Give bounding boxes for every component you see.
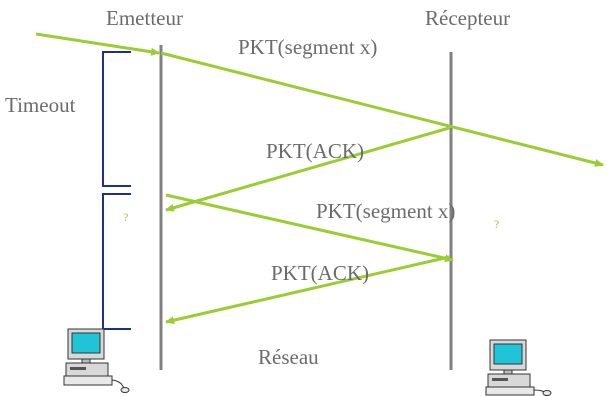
receiver-question-mark: ? (494, 217, 499, 231)
ack-label-1: PKT(ACK) (266, 139, 364, 163)
computer-icon (485, 339, 552, 396)
segment-label-2: PKT(segment x) (316, 199, 455, 223)
timeout-label: Timeout (5, 93, 76, 117)
network-label: Réseau (258, 345, 319, 369)
computer-icon (63, 328, 130, 393)
segment-arrow-1 (160, 51, 604, 167)
ack-label-2: PKT(ACK) (271, 261, 369, 285)
ack-arrow-2 (165, 255, 450, 325)
receiver-label: Récepteur (425, 6, 510, 30)
segment-arrow-2 (165, 193, 454, 263)
sender-question-mark: ? (123, 210, 128, 224)
incoming-arrow (35, 32, 160, 56)
ack-arrow-1 (165, 126, 450, 212)
segment-label-1: PKT(segment x) (238, 35, 377, 59)
timeout-bracket-2 (102, 193, 131, 330)
timeout-bracket-1 (102, 51, 131, 187)
sender-label: Emetteur (106, 6, 183, 30)
